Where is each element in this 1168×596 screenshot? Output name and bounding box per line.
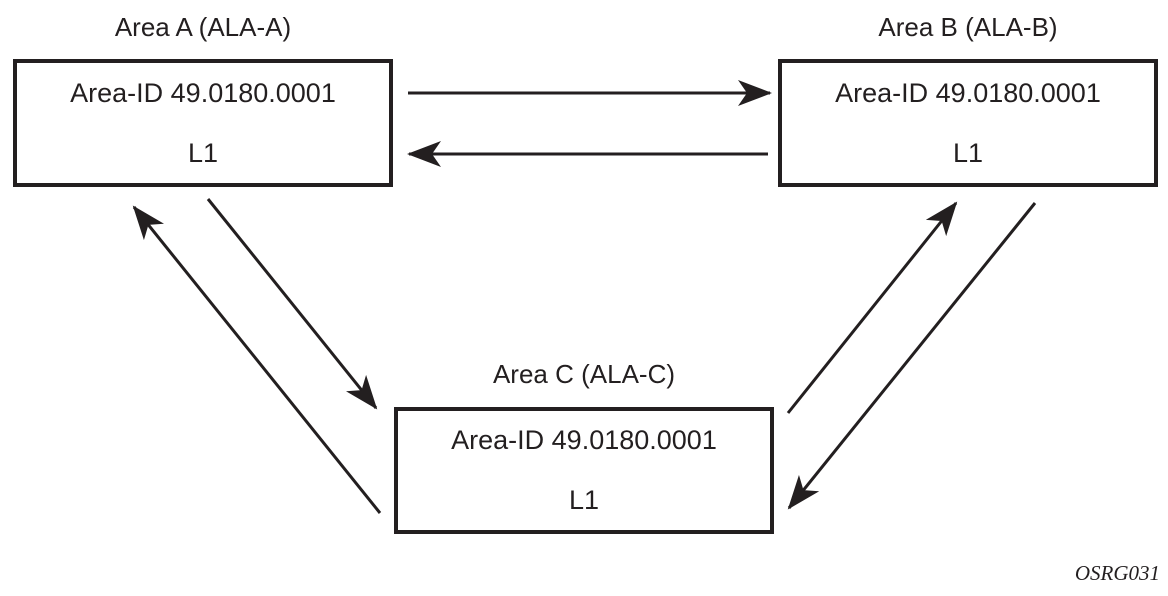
level-label: L1: [187, 137, 219, 168]
arrow-c-to-a: [132, 205, 382, 514]
figure-code-label: OSRG031: [1074, 561, 1160, 585]
arrow-a-to-c: [206, 198, 378, 410]
node-box-area-c: Area-ID 49.0180.0001 L1: [394, 407, 774, 534]
node-box-area-b: Area-ID 49.0180.0001 L1: [778, 59, 1158, 187]
arrow-c-to-b: [786, 201, 958, 414]
area-id-label: Area-ID 49.0180.0001: [835, 77, 1101, 108]
level-label: L1: [568, 484, 600, 515]
area-id-label: Area-ID 49.0180.0001: [70, 77, 336, 108]
level-label: L1: [952, 137, 984, 168]
arrow-b-to-c: [787, 202, 1037, 510]
node-title-area-b: Area B (ALA-B): [878, 12, 1058, 42]
node-title-area-a: Area A (ALA-A): [114, 12, 292, 42]
node-title-area-c: Area C (ALA-C): [492, 359, 676, 389]
node-box-area-a: Area-ID 49.0180.0001 L1: [13, 59, 393, 187]
area-id-label: Area-ID 49.0180.0001: [451, 425, 717, 456]
